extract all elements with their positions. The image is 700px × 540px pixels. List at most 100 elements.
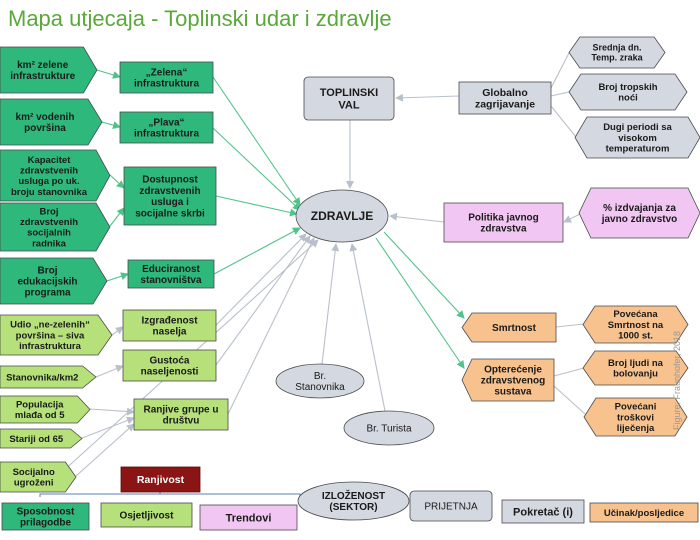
node-br-stanovnika: Br.Stanovnika: [275, 363, 365, 399]
node-shape: [568, 73, 688, 111]
node-shape: [133, 398, 229, 431]
node-label: Br. Turista: [366, 424, 411, 435]
node-label: „Zelena“infrastruktura: [134, 67, 199, 89]
node-label: Ranjivost: [137, 474, 185, 486]
edge-plava-zdravlje: [212, 127, 301, 211]
node-label: Osjetljivost: [120, 511, 175, 522]
edge-broj-edukacijskih: [106, 272, 129, 282]
node-zelena: „Zelena“infrastruktura: [119, 61, 214, 94]
node-shape: [127, 259, 215, 289]
node-shape: [0, 149, 111, 202]
edge-broj-radnika: [109, 207, 125, 227]
node-shape: [1, 502, 90, 531]
node-label: Učinak/posljedice: [604, 508, 684, 519]
node-shape: [458, 81, 552, 115]
node-shape: [0, 257, 108, 305]
node-leg-izlozenost: IZLOŽENOST(SEKTOR): [297, 481, 410, 521]
node-shape: [0, 365, 97, 389]
node-shape: [0, 428, 83, 449]
node-smrtnost: Smrtnost: [461, 312, 557, 343]
node-shape: [0, 202, 111, 252]
edge-zdravlje-opterecenje: [375, 237, 465, 369]
edge-brturista-zdravlje: [349, 243, 386, 412]
node-shape: [589, 502, 699, 523]
edge-opterecenje-bolovanje: [553, 367, 585, 377]
node-shape: [120, 466, 201, 493]
edge-kapacitet: [109, 174, 125, 189]
node-shape: [100, 502, 193, 528]
node-shape: [297, 481, 410, 521]
node-shape: [199, 504, 298, 531]
node-label: Srednja dn.Temp. zraka: [591, 43, 643, 63]
node-shape: [0, 395, 91, 424]
node-shape: [0, 461, 77, 493]
node-shape: [443, 202, 564, 243]
edge-dugi-globalno: [550, 105, 577, 138]
node-leg-ranjivost: Ranjivost: [120, 466, 201, 493]
node-shape: [582, 350, 689, 386]
node-shape: [582, 305, 689, 344]
node-shape: [568, 36, 666, 69]
node-label: Stanovnika/km2: [6, 372, 78, 383]
node-shape: [119, 111, 214, 144]
node-shape: [122, 349, 217, 382]
node-plava: „Plava“infrastruktura: [119, 111, 214, 144]
node-leg-osjetljivost: Osjetljivost: [100, 502, 193, 528]
edge-udio: [111, 326, 124, 336]
edge-km2-vodenih: [101, 121, 121, 129]
edge-populacija: [89, 407, 135, 416]
node-shape: [574, 116, 700, 159]
edge-izgradenost-zdravlje: [215, 233, 307, 326]
node-label: PRIJETNJA: [424, 502, 478, 513]
node-label: Smrtnost: [492, 323, 537, 334]
node-br-turista: Br. Turista: [343, 410, 435, 446]
node-shape: [119, 61, 214, 94]
edge-km2-zelene: [96, 69, 121, 79]
node-shape: [123, 166, 217, 226]
edge-globalno-toplinski: [395, 93, 460, 102]
node-leg-prijetnja: PRIJETNJA: [409, 490, 493, 522]
node-stariji: Stariji od 65: [0, 428, 83, 449]
edge-politika-zdravlje: [389, 212, 445, 223]
edge-opterecenje-troskovi: [553, 385, 586, 415]
edge-zdravlje-smrtnost: [383, 231, 465, 319]
node-label: Pokretač (i): [513, 506, 573, 518]
edge-stariji: [81, 416, 135, 439]
edge-srednja-globalno: [550, 52, 570, 89]
